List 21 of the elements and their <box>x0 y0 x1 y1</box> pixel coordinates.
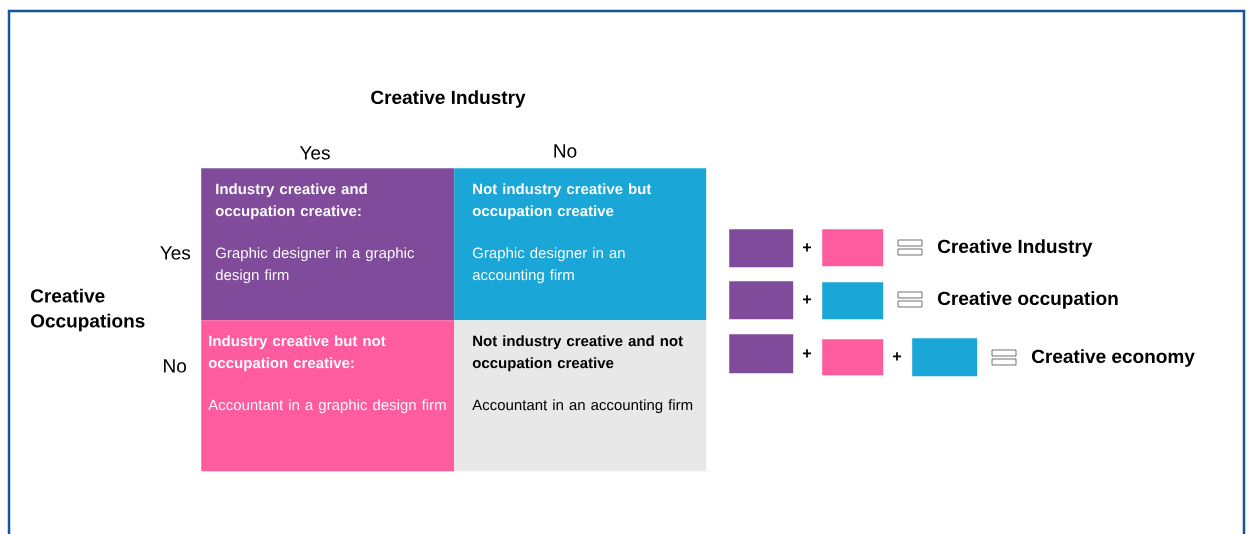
quadrant-box: Not industry creative and not occupation creative Accountant in an accounting firm <box>454 320 707 472</box>
axis-label: Creative occupation <box>938 291 1118 309</box>
plus-sign: + <box>803 349 811 358</box>
plus-sign: + <box>803 295 811 304</box>
color-swatch <box>729 281 794 320</box>
color-swatch <box>822 282 884 320</box>
color-swatch <box>912 338 978 377</box>
plus-sign: + <box>803 243 811 252</box>
answer-label: No <box>164 359 186 373</box>
color-swatch <box>822 229 884 267</box>
axis-label: Creative Occupations <box>31 288 145 332</box>
quadrant-box: Industry creative and occupation creative: Graphic designer in a graphic design firm <box>201 168 455 321</box>
axis-label: Creative economy <box>1032 349 1195 367</box>
color-swatch <box>729 334 794 374</box>
axis-label: Creative Industry <box>938 239 1093 257</box>
quadrant-box: Not industry creative but occupation creative Graphic designer in an accounting firm <box>454 168 707 321</box>
quadrant-box: Industry creative but not occupation creative: Accountant in a graphic design firm <box>201 320 455 472</box>
color-swatch <box>729 229 794 268</box>
plus-sign: + <box>893 352 901 361</box>
axis-label: Creative Industry <box>371 90 526 108</box>
color-swatch <box>822 339 884 376</box>
